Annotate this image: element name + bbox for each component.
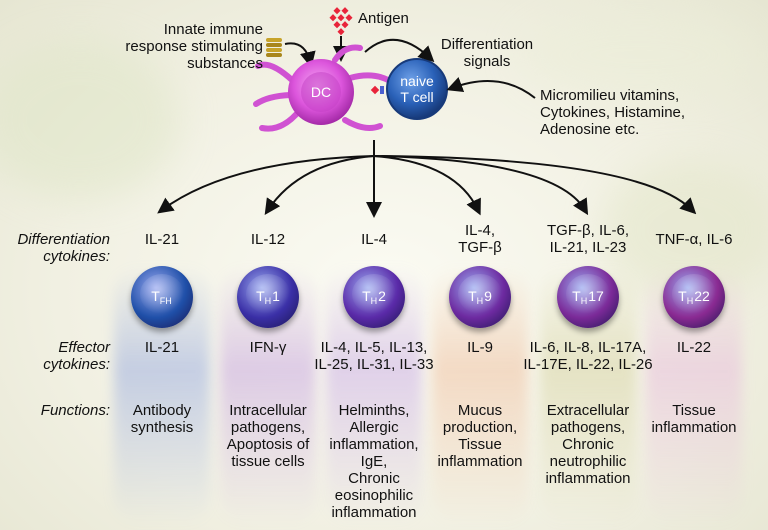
- antigen-label: Antigen: [358, 10, 409, 27]
- differentiation-signals-label: Differentiation signals: [440, 36, 534, 70]
- subset-sub: H: [686, 296, 694, 306]
- dendritic-cell-icon: [253, 44, 391, 132]
- subset-suffix: 2: [378, 288, 386, 304]
- subset-suffix: 22: [694, 288, 710, 304]
- subset-main: T: [362, 288, 371, 304]
- differentiation-cytokines: IL-12: [250, 231, 286, 248]
- functions-text: Intracellular pathogens, Apoptosis of ti…: [226, 402, 310, 470]
- subset-cell: TH2: [343, 266, 405, 328]
- differentiation-signal-arrow: [364, 38, 435, 63]
- differentiation-cytokines: IL-4, TGF-β: [458, 222, 502, 256]
- functions-text: Extracellular pathogens, Chronic neutrop…: [545, 402, 631, 487]
- subset-main: T: [678, 288, 687, 304]
- subset-cell: TH22: [663, 266, 725, 328]
- subset-main: T: [468, 288, 477, 304]
- background-blob: [0, 40, 180, 200]
- branch-arrows: [157, 140, 697, 218]
- subset-label: TH17: [572, 288, 604, 306]
- functions-text: Antibody synthesis: [130, 402, 194, 436]
- effector-cytokines-label: Effector cytokines:: [43, 339, 110, 373]
- subset-cell: TH1: [237, 266, 299, 328]
- antigen-icon: [329, 7, 353, 36]
- naive-t-cell-label: naive T cell: [400, 73, 434, 105]
- subset-sub: H: [580, 296, 588, 306]
- differentiation-cytokines: TNF-α, IL-6: [655, 231, 733, 248]
- subset-label: TH2: [362, 288, 386, 306]
- subset-suffix: 17: [588, 288, 604, 304]
- subset-suffix: 1: [272, 288, 280, 304]
- differentiation-cytokines: IL-4: [361, 231, 387, 248]
- cell-nucleus: [246, 274, 290, 314]
- functions-label: Functions:: [40, 402, 110, 419]
- subset-main: T: [572, 288, 581, 304]
- innate-arrow: [284, 42, 316, 68]
- differentiation-cytokines: TGF-β, IL-6, IL-21, IL-23: [547, 222, 629, 256]
- subset-sub: FH: [159, 296, 172, 306]
- functions-text: Helminths, Allergic inflammation, IgE, C…: [329, 402, 419, 521]
- effector-cytokines: IFN-γ: [249, 339, 287, 356]
- functions-text: Tissue inflammation: [651, 402, 737, 436]
- cell-nucleus: [566, 274, 610, 314]
- effector-cytokines: IL-6, IL-8, IL-17A, IL-17E, IL-22, IL-26: [523, 339, 653, 373]
- effector-cytokines: IL-22: [676, 339, 712, 356]
- subset-sub: H: [370, 296, 378, 306]
- effector-cytokines: IL-9: [467, 339, 493, 356]
- differentiation-cytokines-label: Differentiation cytokines:: [17, 231, 110, 265]
- subset-sub: H: [264, 296, 272, 306]
- cell-nucleus: [352, 274, 396, 314]
- subset-cell: TH9: [449, 266, 511, 328]
- subset-suffix: 9: [484, 288, 492, 304]
- cell-nucleus: [458, 274, 502, 314]
- subset-main: T: [256, 288, 265, 304]
- micromilieu-arrow: [446, 77, 536, 99]
- subset-label: TFH: [151, 288, 173, 306]
- subset-sub: H: [476, 296, 484, 306]
- subset-main: T: [151, 288, 160, 304]
- innate-label: Innate immune response stimulating subst…: [125, 21, 263, 72]
- effector-cytokines: IL-4, IL-5, IL-13, IL-25, IL-31, IL-33: [314, 339, 434, 373]
- cell-nucleus: [672, 274, 716, 314]
- dc-label: DC: [310, 84, 332, 100]
- subset-cell: TH17: [557, 266, 619, 328]
- subset-cell: TFH: [131, 266, 193, 328]
- subset-label: TH1: [256, 288, 280, 306]
- cell-nucleus: [140, 274, 184, 314]
- micromilieu-label: Micromilieu vitamins, Cytokines, Histami…: [540, 87, 686, 138]
- functions-text: Mucus production, Tissue inflammation: [437, 402, 523, 470]
- effector-cytokines: IL-21: [144, 339, 180, 356]
- differentiation-cytokines: IL-21: [144, 231, 180, 248]
- background-blob: [520, 10, 760, 100]
- synapse-icon: [370, 85, 384, 95]
- subset-label: TH22: [678, 288, 710, 306]
- subset-label: TH9: [468, 288, 492, 306]
- innate-substance-icon: [266, 38, 282, 57]
